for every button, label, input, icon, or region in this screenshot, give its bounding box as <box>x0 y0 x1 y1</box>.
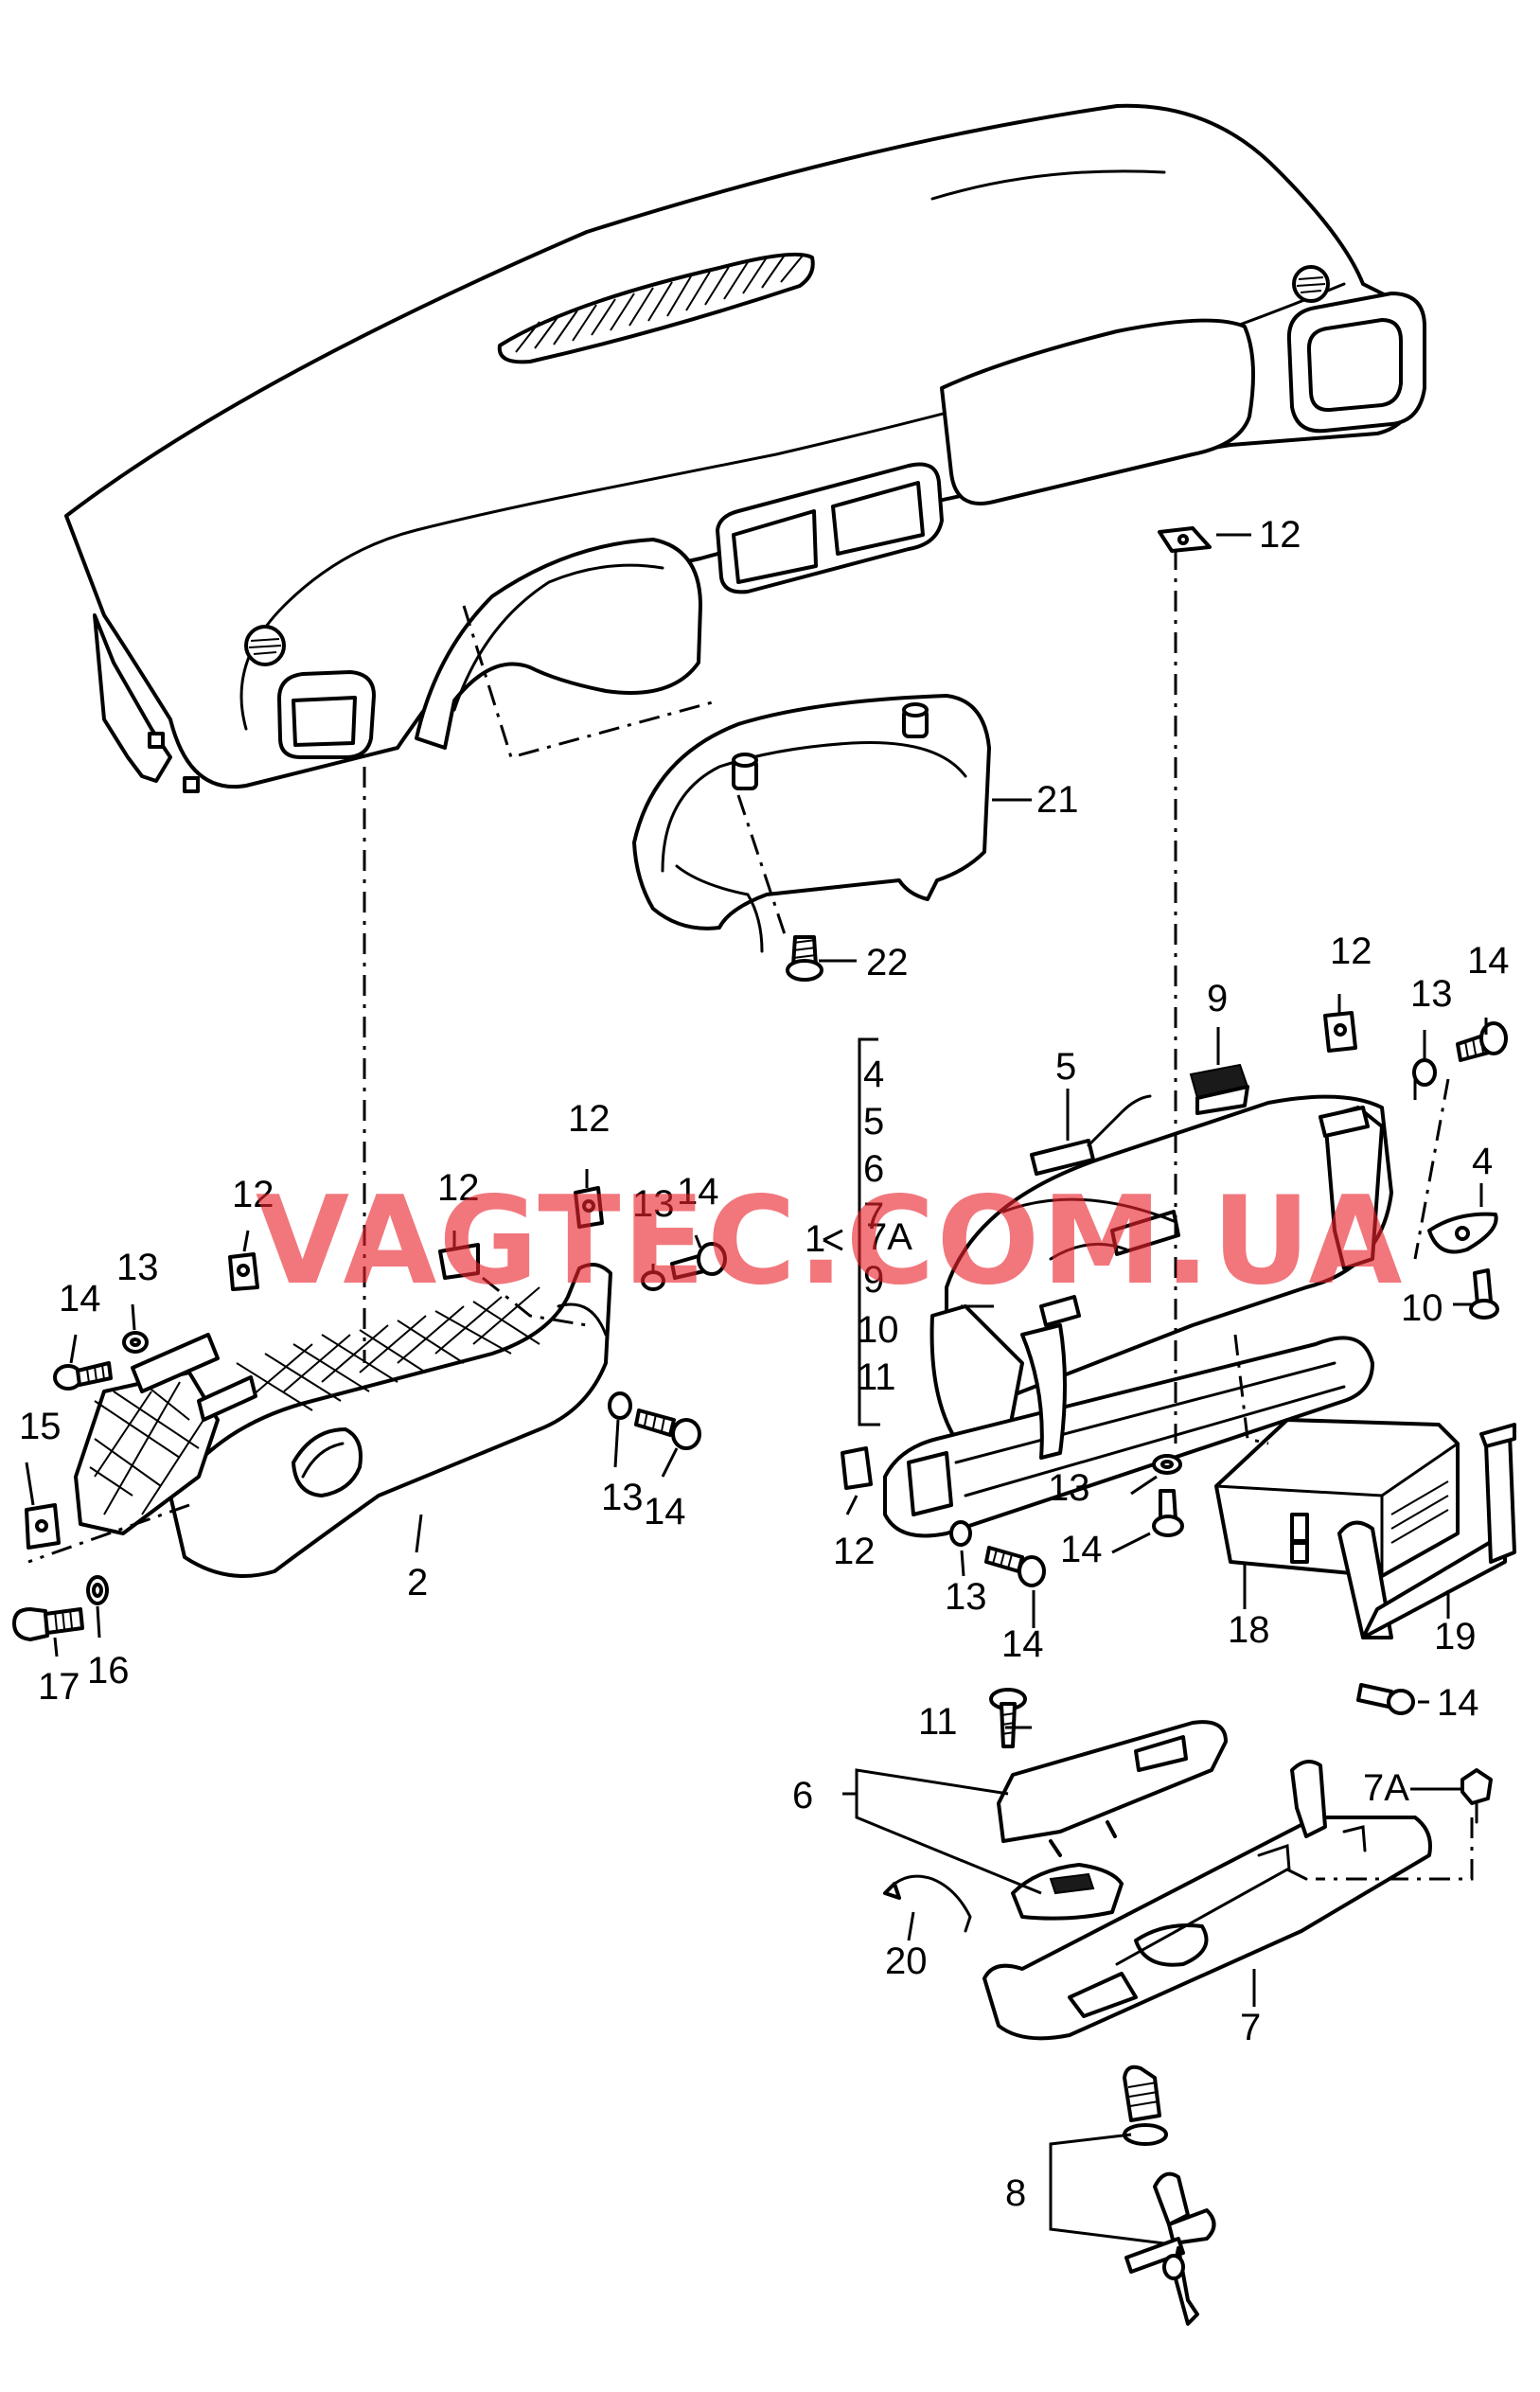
callout-10: 10 <box>857 1309 899 1351</box>
right-screw-10 <box>1469 1268 1499 1320</box>
left-washer-13c <box>608 1391 632 1420</box>
callout-4: 4 <box>1472 1141 1493 1182</box>
callout-12: 12 <box>568 1098 611 1140</box>
lock-handle-6b <box>1011 1863 1124 1921</box>
callout-5: 5 <box>1055 1046 1076 1088</box>
callout-13: 13 <box>1048 1467 1090 1509</box>
instrument-cluster-trim <box>632 694 991 953</box>
callout-6: 6 <box>863 1148 884 1190</box>
callout-9: 9 <box>863 1259 884 1301</box>
glove-box-1 <box>883 1094 1393 1538</box>
lower-trim-panel-2 <box>74 1263 612 1578</box>
lid-clip-7A <box>1460 1768 1493 1824</box>
lock-cylinder-8 <box>1123 2064 1168 2146</box>
lock-screw-11 <box>989 1688 1027 1748</box>
left-bolt-14 <box>53 1361 113 1391</box>
glove-clip-12 <box>841 1446 873 1490</box>
glove-bolt-14b <box>984 1546 1046 1587</box>
callout-1: 1 <box>805 1218 825 1260</box>
callout-7: 7 <box>863 1196 884 1237</box>
callout-22: 22 <box>866 942 909 983</box>
striker-4 <box>1427 1212 1498 1254</box>
left-bolt-14c <box>634 1409 701 1450</box>
lock-key-8 <box>1124 2171 1216 2326</box>
callout-15: 15 <box>19 1406 62 1447</box>
callout-8: 8 <box>1005 2172 1026 2214</box>
left-washer-13 <box>122 1331 149 1354</box>
callout-14: 14 <box>1001 1623 1044 1665</box>
bracket-19 <box>1337 1423 1516 1639</box>
left-bolt-14b <box>670 1242 727 1280</box>
dash-clip-nut-12 <box>1158 526 1212 553</box>
callout-13: 13 <box>601 1477 644 1518</box>
left-washer-16 <box>86 1575 109 1605</box>
switch-9 <box>1189 1063 1249 1115</box>
dashboard-panel <box>64 103 1426 793</box>
left-clip-nut-12b <box>438 1243 480 1280</box>
callout-11: 11 <box>918 1701 958 1743</box>
left-clip-nut-12a <box>228 1252 259 1291</box>
left-clip-nut-15 <box>25 1503 61 1550</box>
callout-19: 19 <box>1434 1616 1477 1657</box>
callout-21: 21 <box>1036 779 1079 821</box>
callout-10: 10 <box>1401 1287 1443 1329</box>
right-clip-nut-12 <box>1323 1011 1357 1053</box>
lock-housing-6 <box>997 1720 1228 1857</box>
right-bolt-14 <box>1456 1021 1508 1062</box>
airbag-module-18 <box>1214 1418 1460 1578</box>
watermark: VAGTEC.COM.UA <box>256 1171 1404 1312</box>
callout-12: 12 <box>232 1174 274 1215</box>
callout-7: 7 <box>1240 2007 1261 2048</box>
glove-washer-13a <box>1152 1454 1182 1475</box>
glove-box-lamp-5 <box>1030 1094 1152 1176</box>
clip-20 <box>883 1874 972 1933</box>
left-clip-nut-12c <box>574 1186 604 1229</box>
callout-12: 12 <box>1330 930 1372 972</box>
cluster-screw-22 <box>786 935 823 982</box>
glove-washer-13b <box>949 1520 972 1547</box>
left-bolt-17 <box>12 1607 84 1641</box>
callout-9: 9 <box>1207 978 1228 1019</box>
callout-14: 14 <box>1467 940 1510 982</box>
callout-11: 11 <box>857 1356 896 1398</box>
callout-2: 2 <box>407 1562 428 1604</box>
callout-13: 13 <box>945 1576 987 1618</box>
callout-14: 14 <box>677 1171 719 1213</box>
callout-14: 14 <box>644 1491 686 1533</box>
callout-14: 14 <box>59 1278 101 1320</box>
callout-16: 16 <box>87 1650 130 1692</box>
callout-labels: 12 21 22 12 13 14 9 5 4 10 4 5 6 7 7A 9 … <box>19 514 1510 2214</box>
callout-13: 13 <box>1410 973 1453 1015</box>
callout-20: 20 <box>885 1940 928 1982</box>
callout-13: 13 <box>632 1183 675 1225</box>
callout-14: 14 <box>1060 1529 1103 1570</box>
callout-12: 12 <box>1259 514 1301 556</box>
lid-7 <box>982 1760 1432 2041</box>
callout-14: 14 <box>1437 1682 1479 1724</box>
callout-4: 4 <box>863 1054 884 1095</box>
right-washer-13 <box>1412 1058 1437 1087</box>
callout-17: 17 <box>38 1666 80 1708</box>
callout-18: 18 <box>1228 1609 1270 1651</box>
callout-5: 5 <box>863 1101 884 1143</box>
bracket-bolt-14 <box>1356 1683 1415 1715</box>
callout-7A: 7A <box>866 1216 912 1258</box>
leader-lines <box>25 533 1488 2245</box>
callout-13: 13 <box>116 1247 159 1288</box>
glove-bolt-14a <box>1152 1489 1184 1537</box>
callout-12: 12 <box>437 1167 480 1209</box>
callout-6: 6 <box>792 1775 813 1816</box>
callout-12: 12 <box>833 1531 876 1572</box>
callout-7A: 7A <box>1363 1767 1409 1809</box>
